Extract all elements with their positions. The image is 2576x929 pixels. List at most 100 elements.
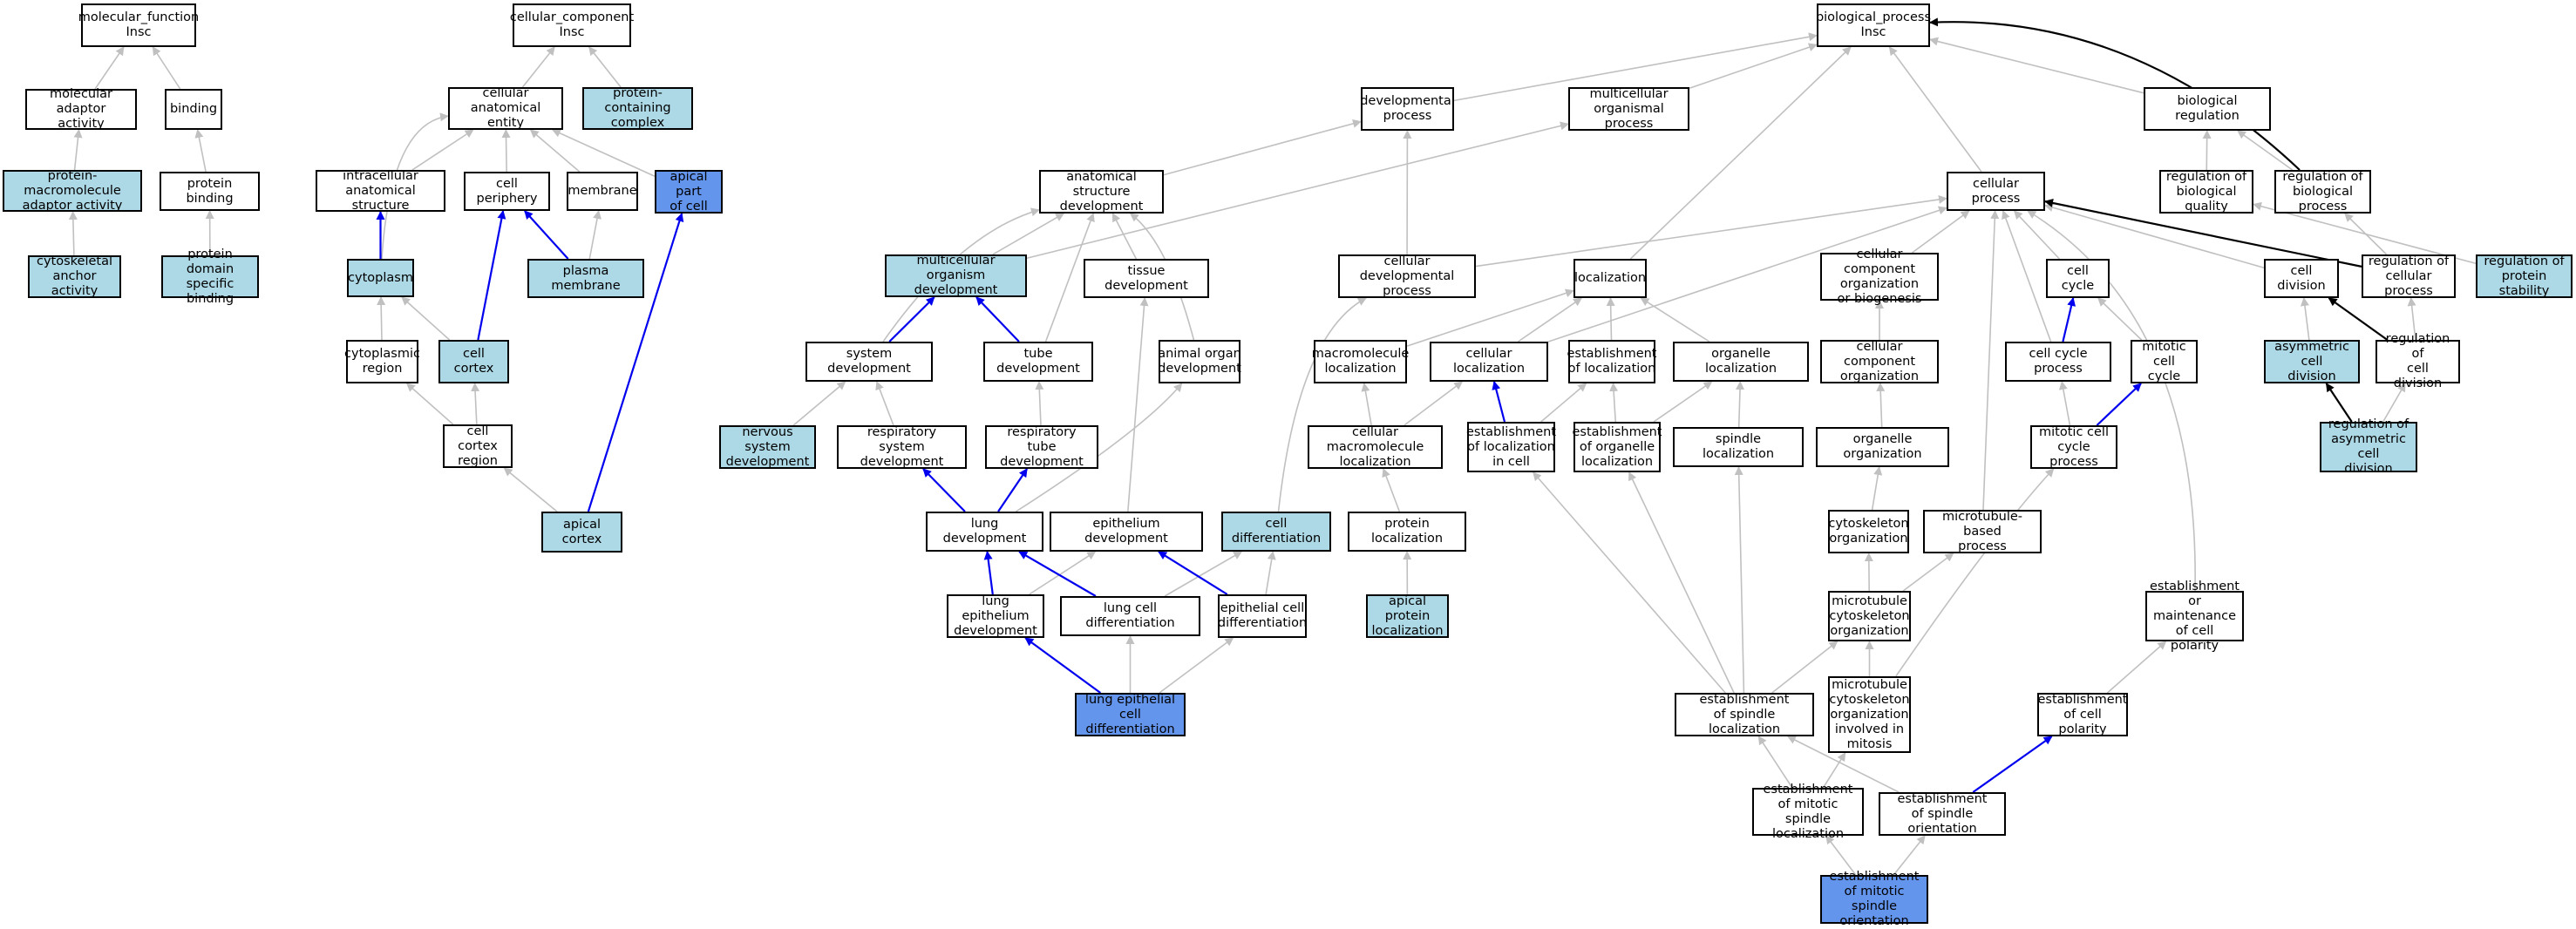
node-tissue-development[interactable]: tissue development [1084,259,1209,298]
node-protein-domain-specific-binding[interactable]: protein domain specific binding [161,255,259,298]
node-protein-localization[interactable]: protein localization [1348,512,1466,552]
edge-lung-cell-diff-to-cell-diff [1165,552,1241,596]
edge-resp-tube-dev-to-tube-dev [1039,382,1041,425]
edge-localization-to-bp [1630,47,1851,259]
node-protein-containing-complex[interactable]: protein-containing complex [582,87,693,130]
node-protein-macromolecule-adaptor-activity[interactable]: protein-macromolecule adaptor activity [3,170,142,212]
node-biological-regulation[interactable]: biological regulation [2144,87,2271,131]
edge-mol-adaptor-to-mf [95,47,124,89]
node-cell-cycle[interactable]: cell cycle [2046,259,2110,298]
node-nervous-system-development[interactable]: nervous system development [719,425,816,469]
node-mitotic-cell-cycle-process[interactable]: mitotic cell cycle process [2030,425,2117,469]
edge-mitotic-proc-to-mitotic-cycle [2097,383,2141,425]
node-establishment-of-mitotic-spindle-orientation[interactable]: establishment of mitotic spindle orienta… [1820,875,1928,924]
node-epithelial-cell-differentiation[interactable]: epithelial cell differentiation [1218,594,1307,638]
node-lung-epithelium-development[interactable]: lung epithelium development [947,594,1044,638]
node-cellular-component-organization[interactable]: cellular component organization [1820,340,1939,383]
node-cytoskeleton-organization[interactable]: cytoskeleton organization [1828,510,1909,553]
edge-bio-reg-to-bp [1930,39,2144,92]
edge-binding-to-mf [153,47,180,89]
node-microtubule-based-process[interactable]: microtubule-based process [1923,510,2042,553]
edge-cell-cortex-to-cell-periph [478,211,503,340]
edge-cortex-region-to-cell-cortex [475,383,477,424]
node-developmental-process[interactable]: developmental process [1361,87,1454,131]
node-microtubule-cytoskeleton-organization[interactable]: microtubule cytoskeleton organization [1828,591,1911,641]
node-establishment-or-maintenance-of-cell-polarity[interactable]: establishment or maintenance of cell pol… [2145,591,2244,641]
node-anatomical-structure-development[interactable]: anatomical structure development [1039,170,1164,214]
node-lung-development[interactable]: lung development [926,512,1043,552]
edge-cell-loc-to-localization [1518,298,1581,342]
node-establishment-of-spindle-orientation[interactable]: establishment of spindle orientation [1879,792,2006,836]
node-tube-development[interactable]: tube development [983,342,1093,382]
node-membrane[interactable]: membrane [567,172,638,211]
node-lung-cell-differentiation[interactable]: lung cell differentiation [1060,596,1200,636]
node-multicellular-organism-development[interactable]: multicellular organism development [885,254,1027,297]
edge-apical-part-to-cell-anat [553,130,655,176]
node-cellular-component[interactable]: cellular_component Insc [513,3,631,47]
node-binding[interactable]: binding [165,89,222,130]
node-regulation-of-biological-process[interactable]: regulation of biological process [2274,170,2371,214]
node-multicellular-organismal-process[interactable]: multicellular organismal process [1568,87,1689,131]
node-cellular-macromolecule-localization[interactable]: cellular macromolecule localization [1308,425,1443,469]
edge-epith-cell-diff-to-epith-dev [1159,552,1227,594]
node-system-development[interactable]: system development [805,342,933,382]
node-regulation-of-cell-division[interactable]: regulation of cell division [2375,340,2460,383]
node-plasma-membrane[interactable]: plasma membrane [527,259,644,298]
edge-macro-loc-to-localization [1407,291,1573,347]
edge-reg-div-to-cell-division [2328,298,2387,340]
node-molecular-adaptor-activity[interactable]: molecular adaptor activity [25,89,137,130]
node-cellular-anatomical-entity[interactable]: cellular anatomical entity [448,87,563,130]
node-establishment-of-mitotic-spindle-localization[interactable]: establishment of mitotic spindle localiz… [1752,788,1864,836]
node-cell-cortex-region[interactable]: cell cortex region [443,424,513,468]
node-cell-differentiation[interactable]: cell differentiation [1221,512,1331,552]
node-molecular-function[interactable]: molecular_function Insc [81,3,196,47]
node-establishment-of-cell-polarity[interactable]: establishment of cell polarity [2037,693,2128,736]
edge-prot-binding-to-binding [198,130,206,172]
node-mitotic-cell-cycle[interactable]: mitotic cell cycle [2131,340,2198,383]
node-cytoskeletal-anchor-activity[interactable]: cytoskeletal anchor activity [28,255,121,298]
node-regulation-of-asymmetric-cell-division[interactable]: regulation of asymmetric cell division [2320,422,2417,472]
edge-mt-cyto-mitosis-to-mitotic-proc [1896,469,2054,676]
node-lung-epithelial-cell-differentiation[interactable]: lung epithelial cell differentiation [1075,693,1186,736]
edge-est-spindle-loc-to-spindle-loc [1739,467,1744,693]
node-apical-part-of-cell[interactable]: apical part of cell [655,170,723,214]
edge-prot-complex-to-cc [589,47,621,87]
node-establishment-of-spindle-localization[interactable]: establishment of spindle localization [1675,693,1814,736]
node-cell-division[interactable]: cell division [2264,259,2339,298]
node-cytoplasmic-region[interactable]: cytoplasmic region [346,340,418,383]
node-regulation-of-protein-stability[interactable]: regulation of protein stability [2476,254,2573,298]
node-apical-cortex[interactable]: apical cortex [541,512,622,553]
edge-multi-proc-to-bp [1689,44,1817,88]
node-animal-organ-development[interactable]: animal organ development [1159,340,1240,383]
node-cytoplasm[interactable]: cytoplasm [347,259,414,297]
node-spindle-localization[interactable]: spindle localization [1673,427,1804,467]
node-cell-cycle-process[interactable]: cell cycle process [2005,342,2111,382]
node-regulation-of-biological-quality[interactable]: regulation of biological quality [2159,170,2253,214]
node-cell-periphery[interactable]: cell periphery [464,172,550,211]
node-epithelium-development[interactable]: epithelium development [1050,512,1203,552]
node-microtubule-cytoskeleton-organization-involved-in-mitosis[interactable]: microtubule cytoskeleton organization in… [1828,676,1911,753]
node-regulation-of-cellular-process[interactable]: regulation of cellular process [2362,254,2456,298]
node-macromolecule-localization[interactable]: macromolecule localization [1314,340,1407,383]
node-establishment-of-localization[interactable]: establishment of localization [1568,340,1655,383]
node-organelle-organization[interactable]: organelle organization [1816,427,1949,467]
node-cellular-component-organization-or-biogenesis[interactable]: cellular component organization or bioge… [1820,253,1939,301]
node-respiratory-tube-development[interactable]: respiratory tube development [985,425,1098,469]
node-establishment-of-localization-in-cell[interactable]: establishment of localization in cell [1467,422,1555,472]
node-cell-cortex[interactable]: cell cortex [438,340,509,383]
node-cellular-process[interactable]: cellular process [1947,172,2045,211]
node-apical-protein-localization[interactable]: apical protein localization [1366,594,1449,638]
node-intracellular-anatomical-structure[interactable]: intracellular anatomical structure [316,170,445,212]
node-localization[interactable]: localization [1573,259,1647,298]
node-establishment-of-organelle-localization[interactable]: establishment of organelle localization [1573,422,1661,472]
node-cellular-localization[interactable]: cellular localization [1430,342,1548,382]
edge-organelle-loc-to-localization [1641,298,1709,342]
node-asymmetric-cell-division[interactable]: asymmetric cell division [2264,340,2360,383]
node-respiratory-system-development[interactable]: respiratory system development [837,425,967,469]
edge-lung-epith-cell-diff-to-epith-cell-diff [1159,638,1233,693]
node-cellular-developmental-process[interactable]: cellular developmental process [1338,254,1476,298]
node-organelle-localization[interactable]: organelle localization [1673,342,1809,382]
node-biological-process[interactable]: biological_process Insc [1817,3,1930,47]
node-protein-binding[interactable]: protein binding [160,172,260,211]
